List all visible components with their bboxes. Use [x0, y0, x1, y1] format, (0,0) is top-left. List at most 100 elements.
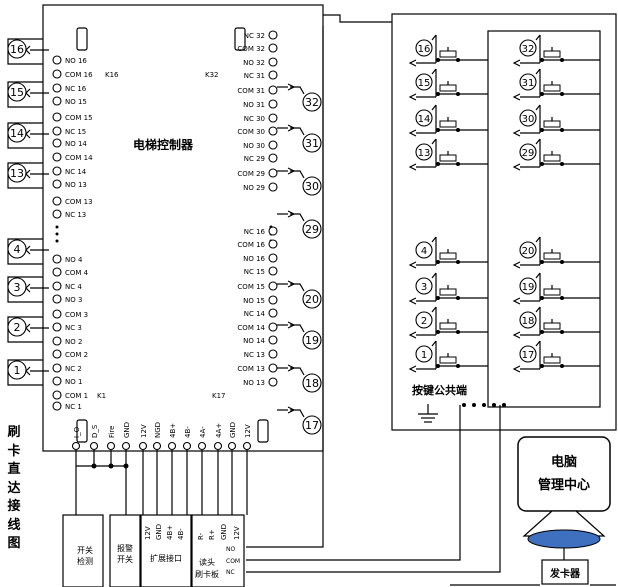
relay-k17: K17 [212, 392, 226, 400]
terminal-dot [52, 294, 62, 304]
ground-symbol [418, 404, 438, 423]
bottom-terminal-label: 4B+ [169, 423, 177, 438]
right-terminal-label: NO 29 [243, 184, 265, 192]
side-title-char: 直 [7, 462, 21, 477]
bottom-terminal-dot [167, 441, 177, 451]
terminal-dot [268, 335, 278, 345]
panel-floor-number: 18 [522, 316, 535, 327]
relay-k16: K16 [105, 71, 119, 79]
left-terminal-label: NO 15 [65, 98, 87, 106]
terminal-dot [52, 254, 62, 264]
terminal-dot [268, 85, 278, 95]
expansion-label: 扩展接口 [150, 553, 182, 563]
terminal-dot [268, 253, 278, 263]
push-button [439, 288, 457, 296]
floor-circle-right [302, 92, 322, 112]
terminal-dot [52, 69, 62, 79]
panel-dots [462, 403, 506, 407]
floor-number: 16 [10, 43, 24, 56]
terminal-dot [268, 140, 278, 150]
bottom-terminal-dot [106, 441, 116, 451]
floor-circle-left [7, 163, 27, 183]
bottom-terminal-label: 12V [244, 424, 252, 438]
right-terminal-label: NO 30 [243, 142, 265, 150]
floor-circle-right [302, 330, 322, 350]
terminal-dot [268, 377, 278, 387]
terminal-dot [268, 113, 278, 123]
push-button [543, 154, 561, 162]
push-button [439, 356, 457, 364]
terminal-dot [52, 138, 62, 148]
button-panel [391, 13, 617, 431]
floor-circle-right [302, 289, 322, 309]
terminal-dot [52, 309, 62, 319]
terminal-dot [52, 152, 62, 162]
left-terminal-label: COM 3 [65, 311, 88, 319]
left-terminal-label: NO 3 [65, 296, 82, 304]
right-terminal-label: NO 16 [243, 255, 265, 263]
left-terminal-label: NC 13 [65, 211, 86, 219]
floor-circle-right [302, 219, 322, 239]
reader-out-label: NO [226, 546, 235, 553]
reader-pin-label: R+ [208, 529, 216, 540]
floor-circle-right [302, 133, 322, 153]
right-terminal-label: NC 32 [244, 32, 265, 40]
computer-base [527, 529, 601, 549]
bottom-terminal-dot [182, 441, 192, 451]
push-button [543, 120, 561, 128]
left-terminal-label: COM 15 [65, 114, 93, 122]
right-terminal-label: NO 13 [243, 379, 265, 387]
push-button [543, 356, 561, 364]
right-terminal-label: COM 29 [237, 170, 265, 178]
bottom-terminal-dot [89, 441, 99, 451]
panel-floor-number: 31 [522, 78, 535, 89]
panel-floor-number: 19 [522, 282, 535, 293]
terminal-dot [52, 336, 62, 346]
reader-label: 读头 [199, 557, 215, 567]
right-terminal-label: NC 14 [244, 310, 266, 318]
bottom-terminal-label: D_S [91, 424, 99, 438]
reader-pin-label: 12V [233, 526, 241, 540]
terminal-dot [52, 322, 62, 332]
floor-circle-left [7, 239, 27, 259]
panel-floor-number: 3 [421, 282, 427, 293]
bottom-terminal-label: 12V [140, 424, 148, 438]
right-terminal-label: NC 30 [244, 115, 265, 123]
bottom-terminal-label: 4A- [199, 426, 207, 438]
floor-number: 14 [10, 127, 24, 140]
panel-floor-circle [519, 39, 537, 57]
push-button [439, 154, 457, 162]
left-terminal-label: COM 4 [65, 269, 89, 277]
push-button [439, 252, 457, 260]
bottom-terminal-dot [121, 441, 131, 451]
push-button [543, 288, 561, 296]
push-button [439, 50, 457, 58]
panel-floor-number: 13 [418, 148, 431, 159]
mount-slot [234, 27, 246, 51]
bottom-terminal-dot [213, 441, 223, 451]
terminal-dot [52, 126, 62, 136]
floor-circle-left [7, 82, 27, 102]
floor-number: 30 [305, 180, 319, 193]
terminal-dot [268, 363, 278, 373]
expansion-port-module [140, 514, 192, 587]
expansion-pin-label: 4B- [177, 528, 185, 540]
side-title-char: 图 [7, 536, 21, 551]
panel-floor-circle [519, 73, 537, 91]
terminal-dot [52, 390, 62, 400]
floor-number: 18 [305, 377, 319, 390]
terminal-dot [52, 363, 62, 373]
terminal-dot [268, 153, 278, 163]
terminal-dot [52, 179, 62, 189]
bottom-terminal-label: GND [123, 422, 131, 438]
side-title-char: 卡 [7, 443, 21, 459]
terminal-dot [52, 196, 62, 206]
panel-floor-circle [519, 241, 537, 259]
panel-floor-number: 20 [522, 246, 535, 257]
terminal-dot [268, 168, 278, 178]
bottom-terminal-dot [138, 441, 148, 451]
push-button [439, 120, 457, 128]
side-title: 刷卡直达接线图 [6, 424, 22, 554]
right-terminal-label: COM 14 [237, 324, 265, 332]
